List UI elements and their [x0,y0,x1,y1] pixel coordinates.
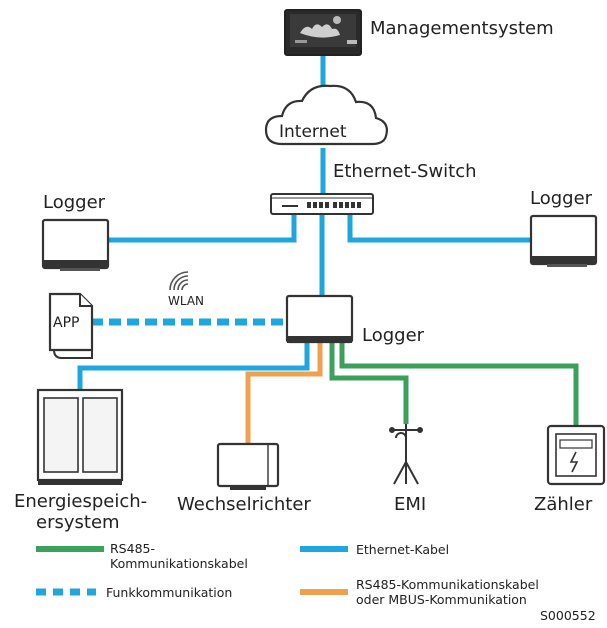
cable-switch-logger-right [347,213,531,243]
meter-label: Zähler [534,494,593,515]
logger-icon [529,214,598,267]
cable-logger-meter [339,343,579,426]
wlan-label: WLAN [168,294,205,308]
monitor-icon [284,9,362,56]
cable-logger-inverter [245,343,323,444]
logger-center-label: Logger [362,325,425,346]
storage-label-line2: ersystem [36,512,120,533]
rs485-cables [329,343,579,426]
ethernet-cables [77,54,531,392]
logger-icon [285,294,354,344]
weather-station-icon [389,424,423,485]
switch-icon [270,193,374,215]
inverter-label: Wechselrichter [177,494,311,515]
legend-wireless-label: Funkkommunikation [106,585,233,600]
cloud-icon [264,84,388,146]
meter-icon [546,424,606,486]
battery-cabinet-icon [36,388,124,485]
emi-label: EMI [394,494,427,515]
cable-logger-storage [77,343,310,392]
cable-logger-emi [329,343,409,424]
internet-label: Internet [279,122,347,142]
cable-switch-logger-left [108,213,297,243]
app-label: APP [53,315,80,331]
ethernet-switch-label: Ethernet-Switch [333,161,477,182]
logger-left-label: Logger [43,192,106,213]
logger-icon [41,218,110,271]
legend-rs485-label-line2: Kommunikationskabel [110,556,248,571]
legend-ethernet-label: Ethernet-Kabel [356,542,450,557]
management-system-label: Managementsystem [370,18,554,39]
inverter-icon [216,442,280,490]
legend-rs485-mbus-label-line1: RS485-Kommunikationskabel [356,577,539,592]
wifi-icon [169,271,189,291]
legend-rs485-mbus-label-line2: oder MBUS-Kommunikation [356,592,527,607]
logger-right-label: Logger [530,188,593,209]
legend-rs485-label-line1: RS485- [110,541,155,556]
storage-label-line1: Energiespeich- [14,491,148,512]
phone-app-icon [48,292,94,359]
figure-id: S000552 [540,608,596,623]
